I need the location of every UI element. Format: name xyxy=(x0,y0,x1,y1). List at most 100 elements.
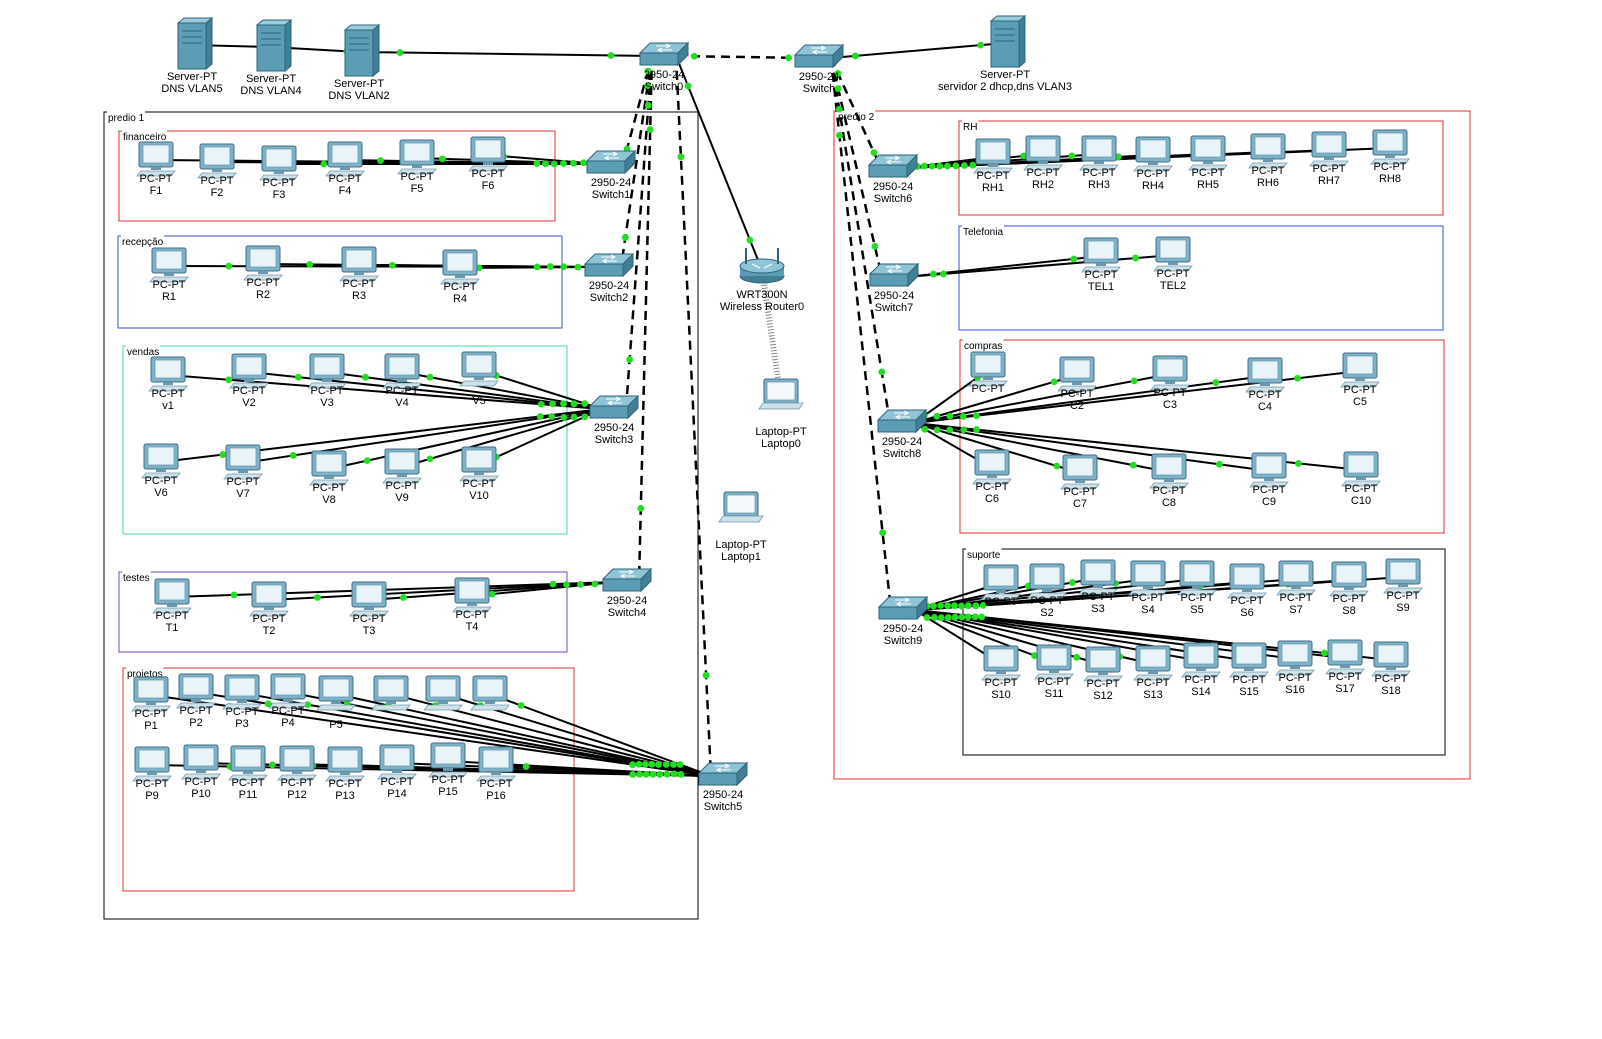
link-C9-sw8[interactable] xyxy=(913,422,1270,472)
link-swC-sw8[interactable] xyxy=(829,57,892,424)
link-R4-sw2[interactable] xyxy=(459,266,598,269)
link-V7-sw3[interactable] xyxy=(242,408,603,464)
link-V5-sw3[interactable] xyxy=(478,369,603,410)
link-C8-sw8[interactable] xyxy=(913,422,1170,473)
link-C2-sw8[interactable] xyxy=(913,374,1078,424)
link-sw0-sw4[interactable] xyxy=(637,55,654,583)
link-V4-sw3[interactable] xyxy=(401,371,603,410)
pc-P7[interactable] xyxy=(423,675,463,711)
link-T4-sw4[interactable] xyxy=(471,581,616,597)
link-C4-sw8[interactable] xyxy=(913,375,1266,424)
pc-P6[interactable] xyxy=(371,675,411,711)
link-sw0-sw2[interactable] xyxy=(619,55,654,268)
pc-S1[interactable]: PC-PT xyxy=(981,564,1021,608)
link-V9-sw3[interactable] xyxy=(401,408,603,468)
link-V10-sw3[interactable] xyxy=(478,408,603,466)
link-router-lap0[interactable] xyxy=(759,269,784,400)
link-F5-sw1[interactable] xyxy=(416,157,600,165)
link-T2-sw4[interactable] xyxy=(268,581,616,601)
pc-C1[interactable]: PC-PT xyxy=(968,351,1008,395)
pc-P5[interactable]: P5 xyxy=(316,675,356,731)
link-C5-sw8[interactable] xyxy=(913,370,1361,424)
link-srv3-sw0[interactable] xyxy=(358,51,653,57)
link-swC-sw9[interactable] xyxy=(829,57,893,611)
link-V2-sw3[interactable] xyxy=(248,371,603,410)
link-V3-sw3[interactable] xyxy=(326,371,603,410)
link-v1-sw3[interactable] xyxy=(167,374,603,410)
link-sw0-sw5[interactable] xyxy=(674,55,713,777)
link-swC-sw7[interactable] xyxy=(829,57,884,278)
link-V8-sw3[interactable] xyxy=(328,408,603,470)
link-sw0-router[interactable] xyxy=(675,55,763,271)
link-C3-sw8[interactable] xyxy=(913,373,1171,424)
link-TEL2-sw7[interactable] xyxy=(905,254,1174,278)
